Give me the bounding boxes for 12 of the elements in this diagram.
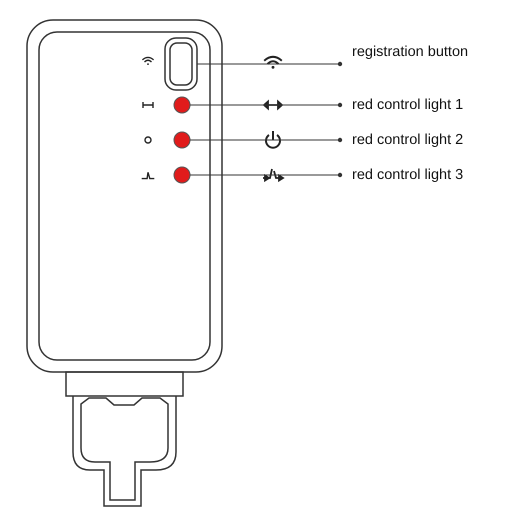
control-light [174,166,190,184]
control-light [174,132,190,148]
leader-line [190,172,342,178]
part-label: red control light 2 [352,131,464,149]
leader-line [190,138,342,142]
leader-line [196,62,342,66]
control-light [174,96,190,114]
registration-button [164,37,198,91]
part-label: red control light 3 [352,166,464,184]
part-label: red control light 1 [352,96,464,114]
leader-line [190,102,342,108]
part-label: registration button [352,43,468,61]
